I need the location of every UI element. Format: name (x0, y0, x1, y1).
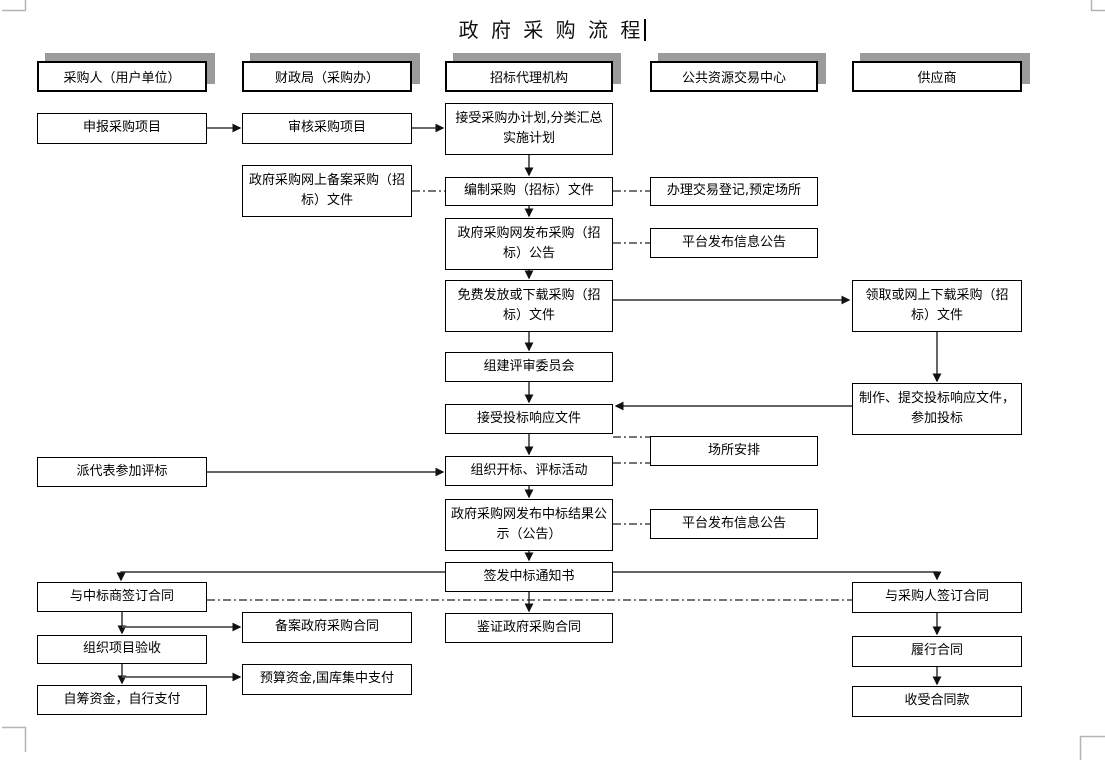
flow-box-publish-announcement[interactable]: 政府采购网发布采购（招标）公告 (445, 218, 613, 270)
flow-box-label: 平台发布信息公告 (681, 515, 786, 531)
header-purchaser[interactable]: 采购人（用户单位） (37, 61, 207, 92)
flow-box-obtain-documents[interactable]: 领取或网上下载采购（招标）文件 (852, 280, 1022, 332)
flow-box-label: 备案政府采购合同 (274, 619, 379, 635)
flow-box-prepare-bid[interactable]: 制作、提交投标响应文件，参加投标 (852, 383, 1022, 435)
flow-box-self-funded-payment[interactable]: 自筹资金，自行支付 (37, 685, 207, 715)
header-supplier[interactable]: 供应商 (852, 61, 1022, 92)
flow-box-receive-payment[interactable]: 收受合同款 (852, 686, 1022, 717)
flow-box-register-transaction[interactable]: 办理交易登记,预定场所 (650, 177, 818, 206)
flow-box-label: 审核采购项目 (287, 120, 366, 136)
flow-box-perform-contract[interactable]: 履行合同 (852, 636, 1022, 667)
flow-box-label: 组织项目验收 (82, 641, 161, 657)
flow-box-label: 制作、提交投标响应文件，参加投标 (858, 390, 1015, 426)
header-trade-center[interactable]: 公共资源交易中心 (650, 61, 818, 92)
header-agency[interactable]: 招标代理机构 (445, 61, 613, 92)
flow-box-label: 免费发放或下载采购（招标）文件 (457, 287, 601, 323)
corner-mark-bottom-left (2, 726, 27, 752)
flow-box-platform-announcement-1[interactable]: 平台发布信息公告 (650, 228, 818, 258)
flow-box-sign-contract-winner[interactable]: 与中标商签订合同 (37, 582, 207, 612)
flow-box-label: 平台发布信息公告 (681, 234, 786, 250)
flow-box-label: 政府采购网发布中标结果公示（公告） (451, 506, 608, 542)
header-label: 财政局（采购办） (274, 71, 379, 86)
flow-box-platform-announcement-2[interactable]: 平台发布信息公告 (650, 509, 818, 539)
header-finance-bureau[interactable]: 财政局（采购办） (242, 61, 412, 92)
flow-box-organize-acceptance[interactable]: 组织项目验收 (37, 635, 207, 664)
flow-box-label: 预算资金,国库集中支付 (259, 671, 395, 687)
corner-mark-top-left (2, 0, 27, 12)
flow-box-label: 场所安排 (707, 442, 760, 458)
flow-box-organize-bid-opening[interactable]: 组织开标、评标活动 (445, 456, 613, 486)
header-label: 采购人（用户单位） (63, 71, 181, 86)
flow-box-label: 编制采购（招标）文件 (463, 183, 594, 199)
flow-box-receive-plan[interactable]: 接受采购办计划,分类汇总实施计划 (445, 103, 613, 155)
flow-box-label: 申报采购项目 (82, 120, 161, 136)
flow-box-label: 派代表参加评标 (76, 463, 168, 479)
flow-box-label: 组织开标、评标活动 (470, 462, 588, 478)
flow-box-review-project[interactable]: 审核采购项目 (242, 113, 412, 144)
flow-box-label: 鉴证政府采购合同 (476, 619, 581, 635)
flow-box-label: 政府采购网上备案采购（招标）文件 (248, 172, 405, 208)
flow-box-sign-contract-purchaser[interactable]: 与采购人签订合同 (852, 582, 1022, 613)
flow-box-form-committee[interactable]: 组建评审委员会 (445, 352, 613, 382)
flow-box-label: 接受采购办计划,分类汇总实施计划 (455, 110, 603, 146)
flow-box-label: 与中标商签订合同 (69, 588, 174, 604)
flow-box-receive-bid-documents[interactable]: 接受投标响应文件 (445, 404, 613, 434)
flow-box-budget-payment[interactable]: 预算资金,国库集中支付 (242, 664, 412, 695)
flow-box-label: 办理交易登记,预定场所 (666, 183, 802, 199)
flow-box-label: 与采购人签订合同 (884, 589, 989, 605)
long-flow-arrows (116, 295, 942, 582)
flow-box-label: 收受合同款 (904, 693, 970, 709)
flow-box-prepare-documents[interactable]: 编制采购（招标）文件 (445, 177, 613, 206)
flow-box-issue-award-notice[interactable]: 签发中标通知书 (445, 562, 613, 592)
header-label: 供应商 (917, 71, 957, 86)
flow-box-file-contract[interactable]: 备案政府采购合同 (242, 612, 412, 643)
flow-box-label: 自筹资金，自行支付 (63, 691, 181, 707)
flow-box-label: 组建评审委员会 (483, 358, 575, 374)
corner-mark-top-right (1090, 0, 1105, 12)
flow-box-label: 履行合同 (910, 643, 963, 659)
text-cursor-icon (644, 19, 647, 41)
dash-dot-links (207, 190, 852, 601)
flow-box-certify-contract[interactable]: 鉴证政府采购合同 (445, 613, 613, 643)
flow-box-label: 签发中标通知书 (483, 568, 575, 584)
flow-box-send-representative[interactable]: 派代表参加评标 (37, 457, 207, 487)
header-label: 招标代理机构 (489, 71, 568, 86)
flow-box-distribute-documents[interactable]: 免费发放或下载采购（招标）文件 (445, 280, 613, 332)
flow-box-online-filing[interactable]: 政府采购网上备案采购（招标）文件 (242, 165, 412, 217)
header-label: 公共资源交易中心 (681, 71, 786, 86)
flow-box-label: 接受投标响应文件 (476, 410, 581, 426)
flow-box-label: 政府采购网发布采购（招标）公告 (457, 225, 601, 261)
flow-box-declare-project[interactable]: 申报采购项目 (37, 113, 207, 144)
solid-flow-arrows (117, 123, 942, 686)
flow-box-label: 领取或网上下载采购（招标）文件 (865, 287, 1009, 323)
flow-box-venue-arrangement[interactable]: 场所安排 (650, 436, 818, 466)
corner-mark-bottom-right (1079, 735, 1105, 760)
flow-box-publish-result[interactable]: 政府采购网发布中标结果公示（公告） (445, 499, 613, 551)
